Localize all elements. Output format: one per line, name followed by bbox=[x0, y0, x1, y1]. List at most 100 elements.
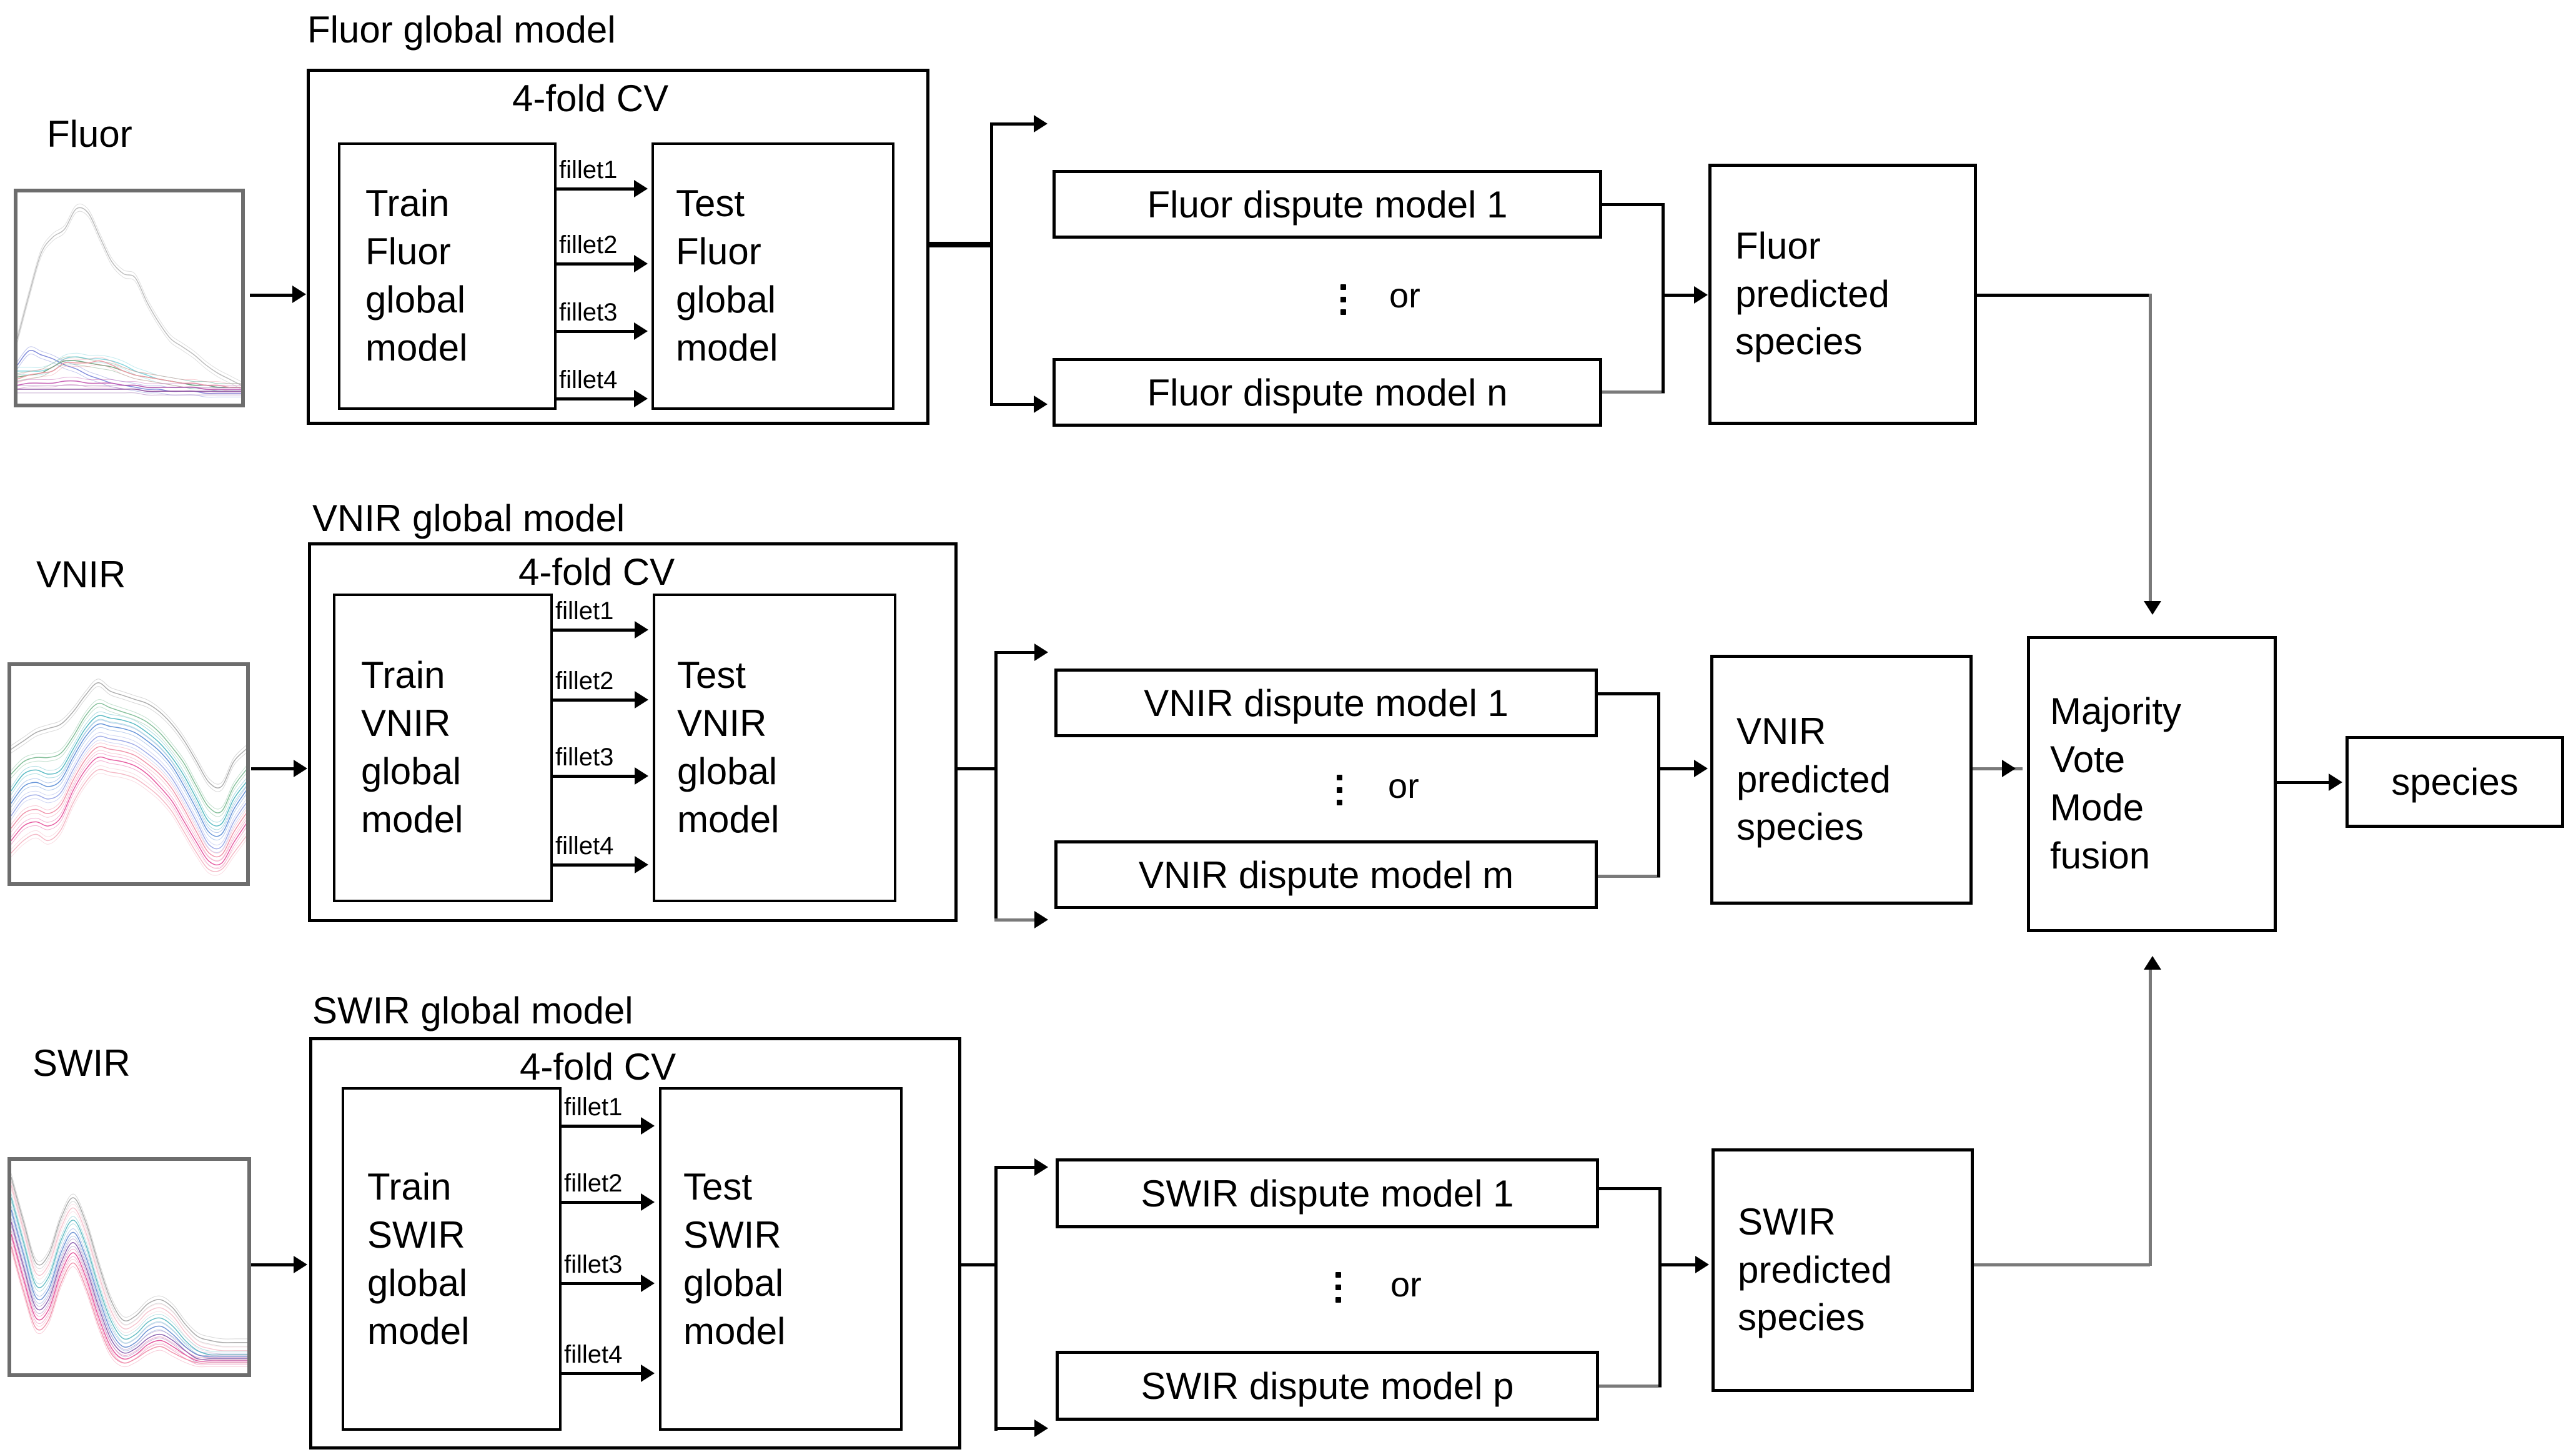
fusion-arrow-swir bbox=[2144, 956, 2161, 970]
fusion-line-3: fusion bbox=[2050, 834, 2151, 877]
fold-arrow-fluor-2 bbox=[634, 255, 648, 272]
dispute-label-swir-last: SWIR dispute model p bbox=[1141, 1365, 1514, 1407]
split-branch-fluor-bottom bbox=[990, 403, 1036, 406]
split-arrow-swir-top bbox=[1034, 1158, 1048, 1176]
split-bus-swir bbox=[994, 1168, 998, 1431]
fold-connector-vnir-2 bbox=[553, 699, 637, 702]
split-stem-swir bbox=[961, 1263, 998, 1266]
merge-arrow-fluor bbox=[1694, 286, 1708, 304]
fold-connector-swir-2 bbox=[562, 1201, 643, 1204]
train-line-0: Train bbox=[365, 182, 450, 225]
fold-label-fluor-4: fillet4 bbox=[559, 366, 618, 394]
dispute-box-fluor-last bbox=[1053, 358, 1602, 427]
global-model-title-swir: SWIR global model bbox=[312, 990, 633, 1032]
predicted-species-text-vnir: VNIR predicted species bbox=[1725, 659, 1981, 901]
split-branch-swir-top bbox=[994, 1166, 1037, 1169]
connector-input-to-model-vnir bbox=[251, 767, 296, 770]
train-line-3: model bbox=[361, 798, 463, 840]
test-line-0: Test bbox=[676, 182, 745, 225]
split-bus-fluor bbox=[990, 125, 993, 406]
fold-connector-vnir-4 bbox=[553, 863, 637, 867]
fold-arrow-vnir-1 bbox=[635, 621, 648, 639]
cv-title-vnir: 4-fold CV bbox=[518, 551, 675, 593]
fold-connector-fluor-1 bbox=[557, 187, 637, 191]
merge-stem-swir bbox=[1658, 1263, 1697, 1266]
dispute-box-fluor-first bbox=[1053, 170, 1602, 239]
test-box-swir bbox=[659, 1087, 903, 1431]
merge-arrow-vnir bbox=[1694, 760, 1708, 777]
test-box-text-fluor: Test Fluor global model bbox=[663, 145, 894, 407]
fusion-box-text: Majority Vote Mode fusion bbox=[2041, 640, 2282, 928]
vertical-ellipsis-icon-swir bbox=[1335, 1272, 1341, 1303]
merge-branch-fluor-top bbox=[1602, 203, 1665, 206]
dispute-box-vnir-first bbox=[1054, 669, 1598, 737]
fold-arrow-swir-2 bbox=[641, 1193, 655, 1211]
dispute-label-vnir-last: VNIR dispute model m bbox=[1138, 853, 1514, 896]
test-line-2: global bbox=[676, 279, 776, 321]
output-label-species: species bbox=[2391, 761, 2519, 803]
test-line-3: model bbox=[676, 326, 778, 369]
train-box-text-vnir: Train VNIR global model bbox=[345, 597, 557, 898]
spectra-thumbnail-vnir bbox=[7, 662, 250, 886]
fold-connector-swir-4 bbox=[562, 1372, 643, 1375]
test-box-vnir bbox=[653, 594, 896, 902]
fold-connector-vnir-1 bbox=[553, 629, 637, 632]
train-line-1: SWIR bbox=[367, 1214, 465, 1256]
fold-label-swir-2: fillet2 bbox=[564, 1170, 623, 1197]
train-box-vnir bbox=[333, 594, 553, 902]
fold-label-vnir-3: fillet3 bbox=[555, 743, 614, 771]
fusion-feed-fluor-h bbox=[1977, 294, 2152, 297]
fold-connector-swir-3 bbox=[562, 1282, 643, 1285]
predicted-line-0: Fluor bbox=[1735, 224, 1821, 267]
fold-connector-fluor-2 bbox=[557, 262, 637, 266]
fusion-feed-fluor-v bbox=[2149, 294, 2152, 603]
dispute-label-swir-first: SWIR dispute model 1 bbox=[1141, 1172, 1514, 1215]
predicted-species-text-swir: SWIR predicted species bbox=[1726, 1152, 1983, 1388]
train-line-2: global bbox=[365, 279, 466, 321]
fusion-feed-swir-v bbox=[2149, 967, 2152, 1266]
fusion-arrow-vnir bbox=[2002, 760, 2016, 777]
test-line-2: global bbox=[683, 1262, 784, 1304]
merge-stem-fluor bbox=[1662, 294, 1697, 297]
dispute-box-vnir-last bbox=[1054, 840, 1598, 909]
train-line-3: model bbox=[367, 1310, 470, 1352]
arrow-input-to-model-vnir bbox=[294, 760, 307, 777]
fold-label-fluor-3: fillet3 bbox=[559, 299, 618, 326]
fold-label-swir-1: fillet1 bbox=[564, 1093, 623, 1121]
test-box-text-vnir: Test VNIR global model bbox=[665, 597, 896, 898]
fold-arrow-swir-1 bbox=[641, 1117, 655, 1135]
train-line-3: model bbox=[365, 326, 468, 369]
predicted-species-box-swir bbox=[1712, 1148, 1974, 1392]
spectra-thumbnail-fluor bbox=[14, 189, 245, 407]
test-line-1: SWIR bbox=[683, 1214, 781, 1256]
spectra-plot-fluor bbox=[17, 192, 241, 404]
connector-fusion-to-output bbox=[2277, 781, 2331, 784]
train-line-1: Fluor bbox=[365, 231, 451, 273]
merge-arrow-swir bbox=[1695, 1256, 1709, 1273]
spectra-plot-vnir bbox=[11, 666, 246, 882]
split-arrow-fluor-bottom bbox=[1034, 395, 1048, 413]
fold-label-fluor-1: fillet1 bbox=[559, 156, 618, 184]
predicted-line-2: species bbox=[1736, 806, 1864, 848]
fusion-arrow-fluor bbox=[2144, 601, 2161, 615]
or-label-swir: or bbox=[1390, 1265, 1422, 1304]
fold-connector-swir-1 bbox=[562, 1125, 643, 1128]
global-model-title-fluor: Fluor global model bbox=[307, 9, 616, 51]
vertical-ellipsis-icon-vnir bbox=[1337, 775, 1342, 805]
fusion-line-1: Vote bbox=[2050, 738, 2126, 781]
spectra-thumbnail-swir bbox=[7, 1157, 251, 1377]
vertical-ellipsis-icon-fluor bbox=[1340, 284, 1346, 315]
or-label-fluor: or bbox=[1389, 276, 1420, 315]
predicted-species-box-vnir bbox=[1710, 655, 1973, 905]
predicted-species-box-fluor bbox=[1708, 164, 1977, 425]
fold-arrow-vnir-2 bbox=[635, 691, 648, 709]
merge-stem-vnir bbox=[1657, 767, 1696, 770]
train-line-1: VNIR bbox=[361, 702, 451, 745]
train-line-2: global bbox=[367, 1262, 468, 1304]
test-line-3: model bbox=[683, 1310, 786, 1352]
fold-label-fluor-2: fillet2 bbox=[559, 231, 618, 259]
split-arrow-swir-bottom bbox=[1034, 1420, 1048, 1437]
input-label-fluor: Fluor bbox=[47, 113, 132, 155]
output-box-species bbox=[2346, 736, 2564, 828]
split-stem-vnir bbox=[958, 767, 998, 770]
